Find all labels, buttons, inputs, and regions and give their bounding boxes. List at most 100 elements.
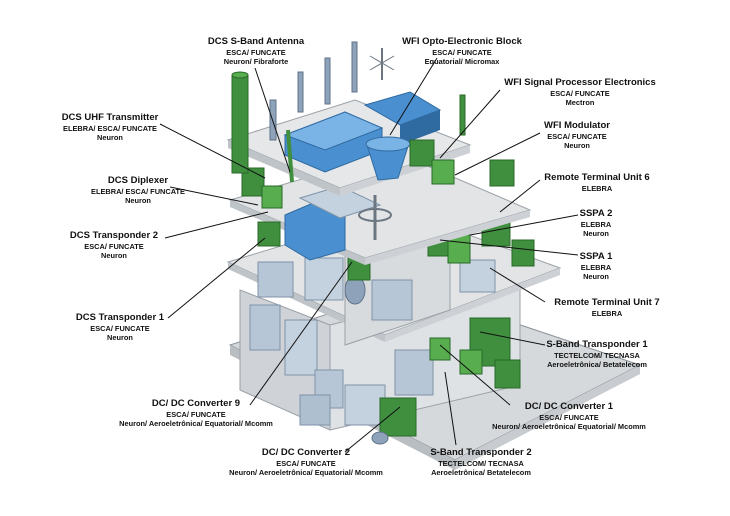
leader-wfi-opto-electronic-block [389, 57, 438, 136]
label-title: DC/ DC Converter 2 [261, 447, 351, 458]
upper-green-module-1 [257, 221, 281, 247]
top-green-module-1 [409, 139, 435, 167]
label-title: DCS UHF Transmitter [61, 112, 159, 123]
label-line: Neuron/ Aeroeletrônica/ Equatorial/ Mcom… [229, 468, 383, 478]
label-wfi-modulator: WFI Modulator ESCA/ FUNCATE Neuron [544, 120, 610, 150]
label-dcs-diplexer: DCS Diplexer ELEBRA/ ESCA/ FUNCATE Neuro… [91, 175, 185, 205]
label-line: ESCA/ FUNCATE [84, 241, 144, 251]
label-line: ELEBRA/ ESCA/ FUNCATE [63, 123, 157, 133]
label-line: Neuron/ Aeroeletrônica/ Equatorial/ Mcom… [119, 419, 273, 429]
label-dcs-transponder-1: DCS Transponder 1 ESCA/ FUNCATE Neuron [76, 312, 164, 342]
leader-dcs-s-band-antenna [254, 67, 291, 173]
top-green-module-3 [489, 159, 515, 187]
antenna-post-3 [324, 57, 331, 105]
label-line: ESCA/ FUNCATE [539, 412, 599, 422]
label-line: Neuron [125, 196, 151, 206]
leader-wfi-modulator [454, 132, 541, 176]
label-wfi-signal-processor-electronics: WFI Signal Processor Electronics ESCA/ F… [504, 77, 656, 107]
label-line: Neuron [97, 133, 123, 143]
label-line: ELEBRA [581, 183, 613, 193]
top-deck-side [228, 140, 340, 196]
label-title: DCS Transponder 2 [69, 230, 159, 241]
label-line: ESCA/ FUNCATE [276, 458, 336, 468]
leader-s-band-transponder-1 [479, 331, 546, 346]
green-mast [231, 74, 249, 174]
lattice-antenna-arm-2 [369, 55, 395, 71]
label-line: Neuron [583, 272, 609, 282]
leader-dc-dc-converter-2 [344, 406, 401, 453]
right-green-pylon [459, 94, 466, 136]
label-line: TECTELCOM/ TECNASA [554, 350, 640, 360]
label-line: ESCA/ FUNCATE [547, 131, 607, 141]
label-title: DC/ DC Converter 9 [151, 398, 241, 409]
label-sspa-2: SSPA 2 ELEBRA Neuron [580, 208, 613, 238]
lower-green-module-5 [494, 359, 521, 389]
bottom-deck-side-right [455, 365, 640, 470]
label-line: Neuron/ Aeroeletrônica/ Equatorial/ Mcom… [492, 422, 646, 432]
label-line: ELEBRA [580, 219, 612, 229]
leader-dcs-transponder-1 [167, 237, 266, 319]
label-title: DCS Transponder 1 [75, 312, 165, 323]
leader-sspa-2 [469, 214, 579, 236]
label-line: ESCA/ FUNCATE [226, 47, 286, 57]
leader-dc-dc-converter-1 [439, 344, 511, 406]
upper-green-module-3 [261, 185, 283, 209]
label-line: Aeroeletrônica/ Betatelecom [547, 360, 647, 370]
leader-s-band-transponder-2 [444, 371, 457, 446]
label-s-band-transponder-2: S-Band Transponder 2 TECTELCOM/ TECNASA … [430, 447, 531, 477]
leader-sspa-1 [439, 239, 579, 256]
label-line: Neuron [107, 333, 133, 343]
label-title: WFI Opto-Electronic Block [402, 36, 522, 47]
wfi-opto-block-top [283, 111, 384, 151]
leader-dcs-transponder-2 [164, 211, 269, 239]
lower-box-6 [299, 394, 331, 426]
label-sspa-1: SSPA 1 ELEBRA Neuron [580, 251, 613, 281]
top-green-module-2 [431, 159, 455, 185]
label-title: Remote Terminal Unit 7 [554, 297, 660, 308]
lower-box-5 [394, 349, 434, 396]
label-title: DCS S-Band Antenna [207, 36, 305, 47]
label-line: ESCA/ FUNCATE [432, 47, 492, 57]
leader-remote-terminal-unit-6 [499, 179, 541, 213]
label-line: ELEBRA/ ESCA/ FUNCATE [91, 186, 185, 196]
antenna-post-4 [351, 41, 358, 93]
label-title: SSPA 1 [579, 251, 613, 262]
label-line: ESCA/ FUNCATE [166, 409, 226, 419]
green-mast-cap [231, 71, 249, 79]
label-title: S-Band Transponder 1 [546, 339, 648, 350]
lower-box-2 [284, 319, 318, 376]
label-line: Mectron [565, 98, 595, 108]
lower-green-module-4 [459, 349, 483, 375]
label-title: S-Band Transponder 2 [430, 447, 532, 458]
label-title: WFI Modulator [544, 120, 610, 131]
middle-box-1 [257, 261, 294, 298]
label-line: Neuron [101, 251, 127, 261]
label-remote-terminal-unit-6: Remote Terminal Unit 6 ELEBRA [544, 172, 649, 193]
lower-box-4 [344, 384, 386, 426]
label-line: ESCA/ FUNCATE [90, 323, 150, 333]
leader-dcs-uhf-transmitter [159, 123, 266, 179]
upper-deck-side-right [365, 210, 530, 265]
middle-box-4 [459, 259, 496, 293]
s-band-antenna-rod [286, 129, 294, 183]
label-line: Equatorial/ Micromax [424, 57, 500, 67]
label-title: Remote Terminal Unit 6 [544, 172, 650, 183]
label-dcs-s-band-antenna: DCS S-Band Antenna ESCA/ FUNCATE Neuron/… [208, 36, 304, 66]
label-dcs-transponder-2: DCS Transponder 2 ESCA/ FUNCATE Neuron [70, 230, 158, 260]
bottom-bolt [371, 431, 389, 445]
leader-dcs-diplexer [169, 186, 259, 206]
label-line: TECTELCOM/ TECNASA [438, 458, 524, 468]
label-remote-terminal-unit-7: Remote Terminal Unit 7 ELEBRA [554, 297, 659, 318]
label-title: WFI Signal Processor Electronics [504, 77, 656, 88]
leader-remote-terminal-unit-7 [489, 267, 546, 303]
lower-green-module-3 [429, 337, 451, 361]
label-line: Neuron/ Fibraforte [223, 57, 289, 67]
leader-wfi-signal-processor-electronics [439, 89, 501, 159]
label-title: DC/ DC Converter 1 [524, 401, 614, 412]
label-dc-dc-converter-9: DC/ DC Converter 9 ESCA/ FUNCATE Neuron/… [119, 398, 273, 428]
label-line: Neuron [564, 141, 590, 151]
label-line: ESCA/ FUNCATE [550, 88, 610, 98]
leader-lines [159, 57, 579, 453]
label-line: Neuron [583, 229, 609, 239]
